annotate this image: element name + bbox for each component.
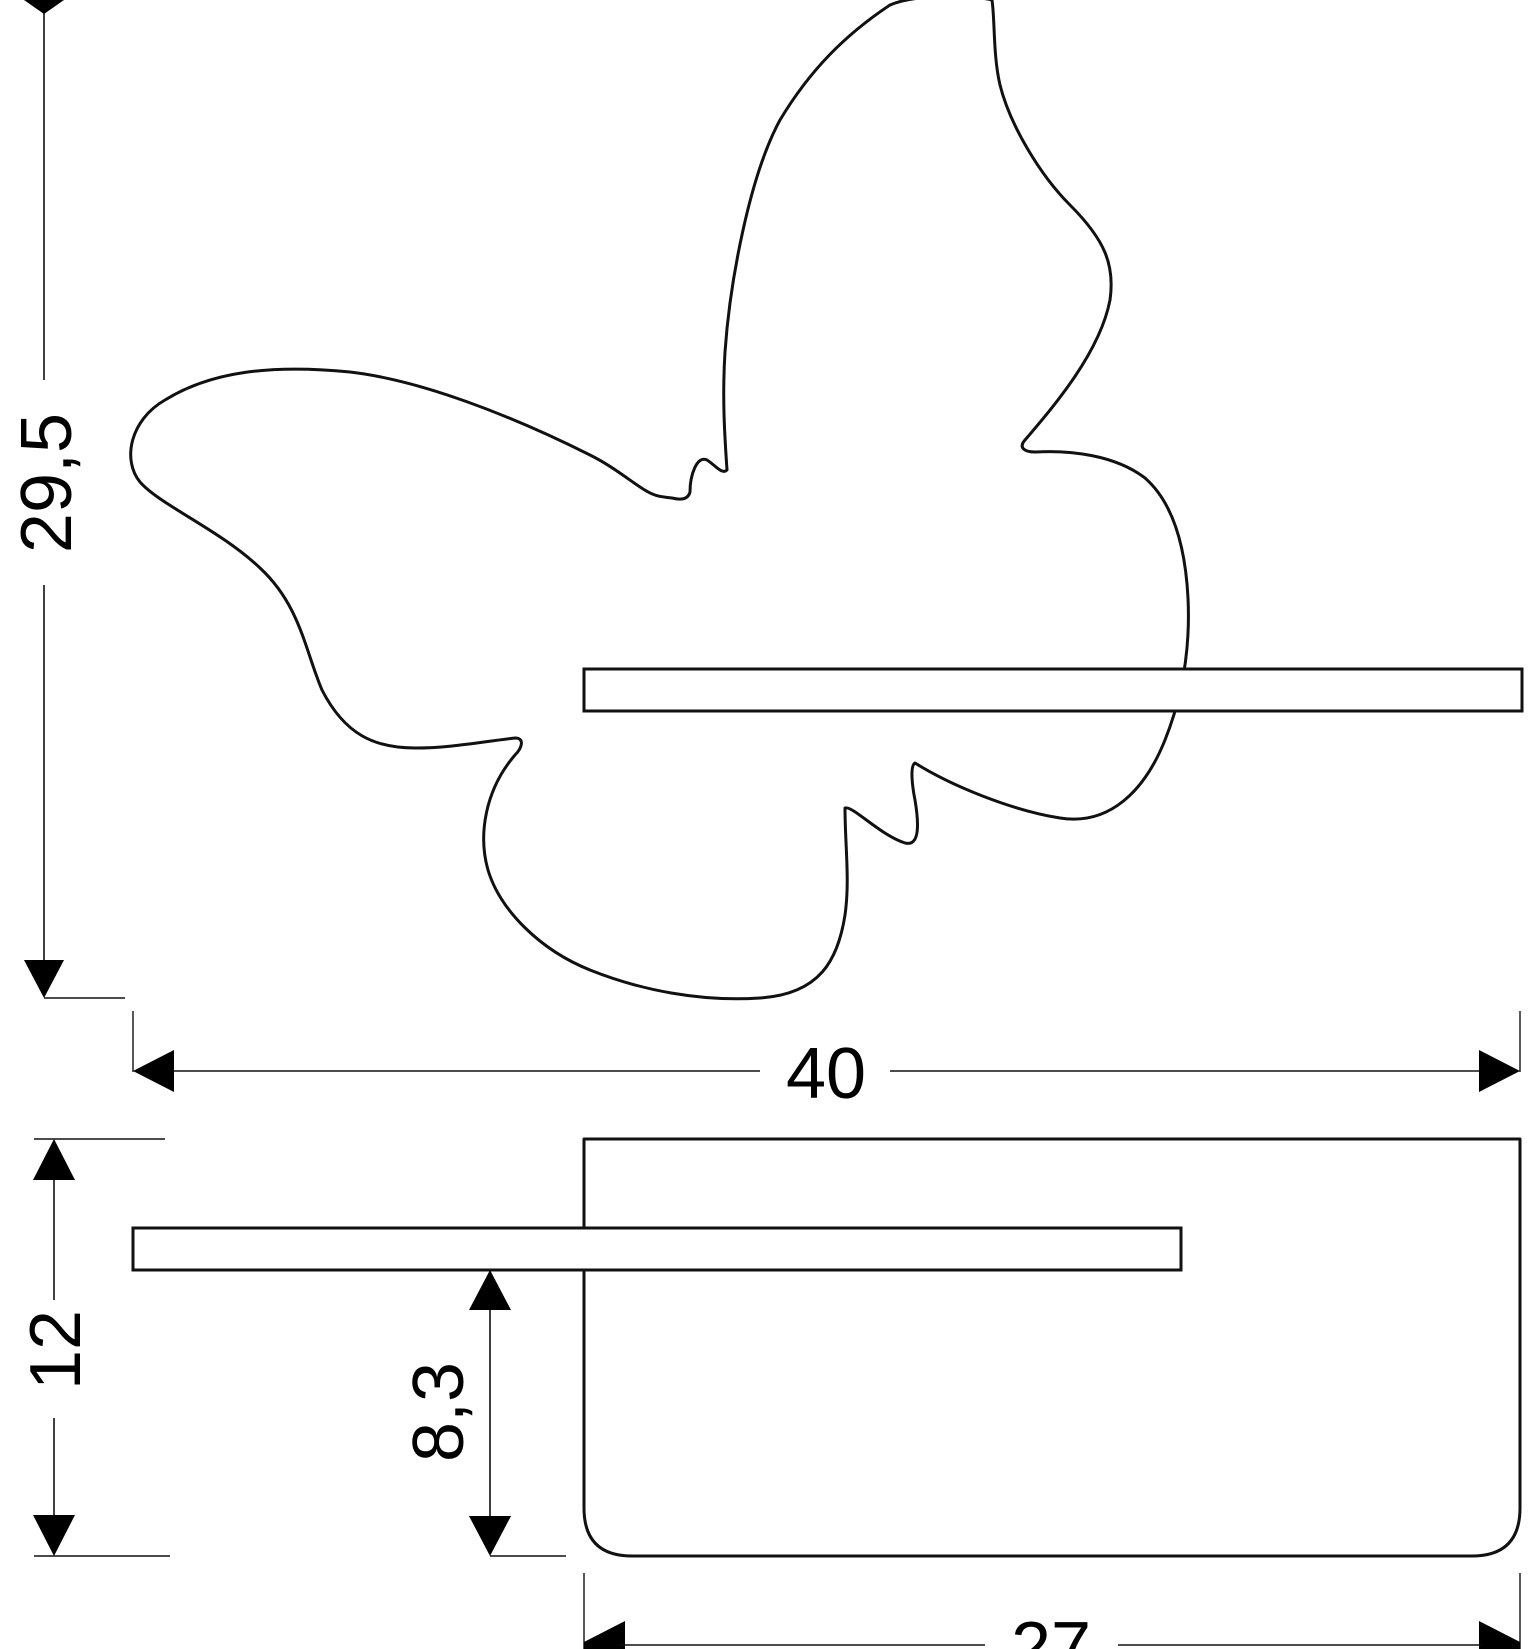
- side-view: [131, 1137, 1522, 1558]
- wall-mount-profile: [582, 1137, 1522, 1558]
- arrow-shelf-height-top: [469, 1270, 511, 1310]
- dimension-depth-base: 27: [583, 1573, 1521, 1649]
- dimension-label-depth-base: 27: [1011, 1608, 1091, 1649]
- shelf-front-view: [582, 667, 1524, 713]
- arrow-depth-bottom: [33, 1515, 75, 1556]
- dimension-depth-total: 12: [16, 1138, 170, 1557]
- arrow-base-left: [584, 1621, 625, 1649]
- dimension-width-total: 40: [132, 1011, 1521, 1114]
- arrow-height-top: [24, 0, 64, 14]
- arrow-depth-top: [33, 1139, 75, 1180]
- dimension-label-width-total: 40: [786, 1034, 866, 1114]
- dimension-shelf-height: 8,3: [399, 1270, 566, 1557]
- dimension-label-height-total: 29,5: [7, 413, 87, 553]
- dimension-label-shelf-height: 8,3: [399, 1362, 479, 1462]
- dimension-label-depth-total: 12: [16, 1310, 96, 1390]
- front-view: [129, 0, 1524, 1001]
- arrow-shelf-height-bottom: [469, 1516, 511, 1556]
- arrow-base-right: [1479, 1621, 1520, 1649]
- arrow-width-left: [133, 1050, 174, 1092]
- butterfly-outline: [129, 0, 1190, 1001]
- arrow-width-right: [1479, 1050, 1520, 1092]
- arrow-height-bottom: [24, 960, 64, 998]
- dimension-height-total: 29,5: [7, 0, 125, 999]
- shelf-side-view: [131, 1226, 1183, 1272]
